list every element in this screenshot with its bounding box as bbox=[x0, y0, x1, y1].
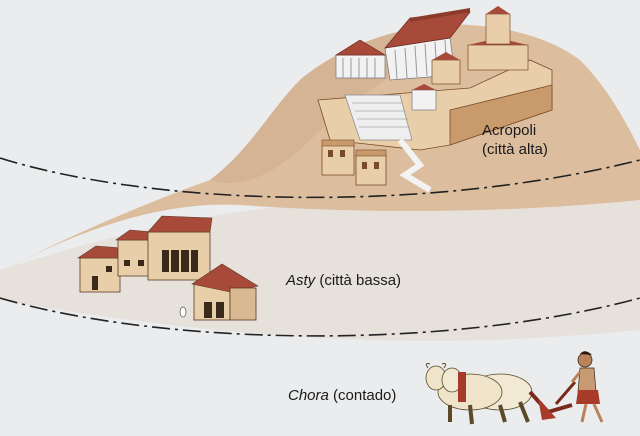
chora-label-suffix: (contado) bbox=[328, 387, 397, 404]
acropoli-label: Acropoli (città alta) bbox=[482, 121, 548, 159]
oxen-plough-illustration bbox=[425, 351, 604, 425]
asty-label: Asty (città bassa) bbox=[286, 271, 401, 290]
acropoli-label-line1: Acropoli bbox=[482, 122, 537, 139]
upper-divider-line bbox=[0, 157, 640, 199]
lower-divider-line bbox=[0, 297, 640, 337]
lower-town-houses-illustration bbox=[77, 215, 259, 321]
lower-town-ground bbox=[0, 180, 640, 341]
chora-label: Chora (contado) bbox=[288, 386, 396, 405]
chora-label-name: Chora bbox=[288, 387, 329, 404]
asty-label-name: Asty bbox=[286, 272, 316, 289]
acropoli-label-line2: (città alta) bbox=[482, 141, 548, 158]
asty-label-suffix: (città bassa) bbox=[315, 272, 402, 289]
acropolis-illustration bbox=[317, 6, 553, 193]
